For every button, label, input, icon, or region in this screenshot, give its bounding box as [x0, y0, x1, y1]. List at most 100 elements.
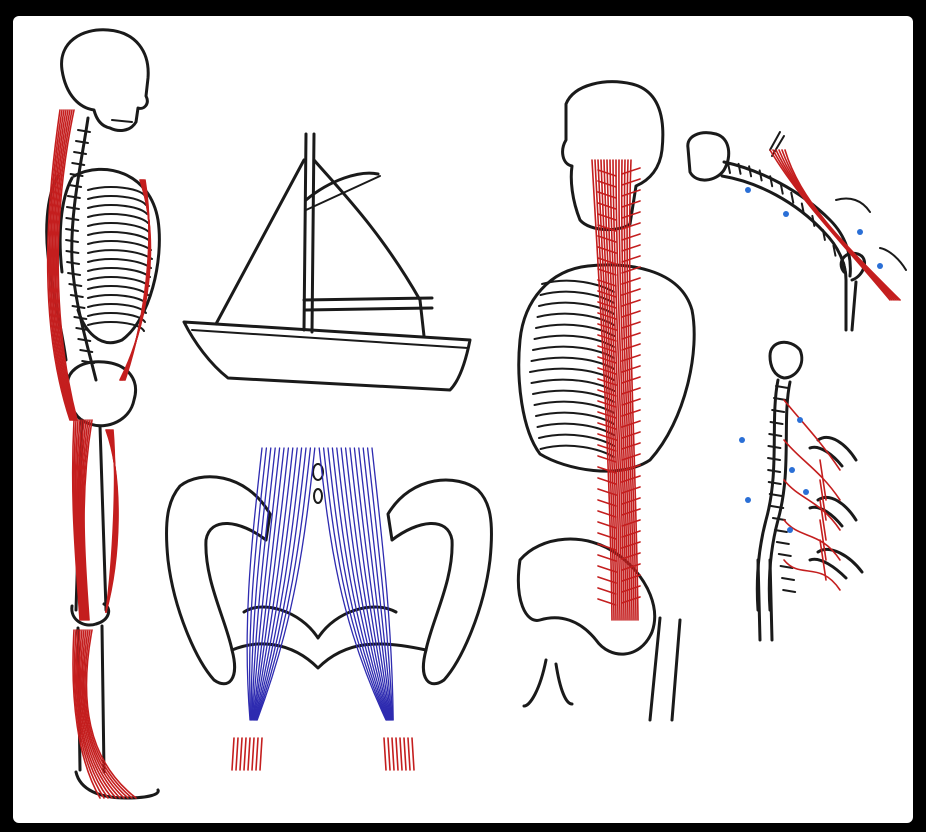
stroke-mark [363, 448, 392, 720]
stroke-mark [820, 520, 826, 560]
stroke-mark [388, 738, 390, 770]
stroke-mark [78, 339, 90, 341]
stroke-mark [256, 738, 258, 770]
stroke-mark [396, 738, 398, 770]
stroke-mark [412, 738, 414, 770]
stroke-mark [760, 170, 762, 180]
stroke-mark [392, 738, 394, 770]
arrow-marker [857, 229, 863, 235]
stroke-mark [244, 738, 246, 770]
arrow-marker [787, 527, 793, 533]
stroke-mark [67, 207, 79, 209]
stroke-mark [782, 578, 794, 580]
stroke-mark [791, 193, 793, 203]
stroke-mark [260, 738, 262, 770]
stroke-mark [777, 542, 789, 544]
stroke-mark [768, 458, 780, 460]
stroke-mark [782, 150, 898, 300]
stroke-mark [88, 304, 146, 313]
stroke-mark [88, 214, 148, 223]
stroke-mark [769, 434, 781, 436]
stroke-mark [622, 388, 640, 394]
stroke-mark [66, 218, 78, 220]
stroke-mark [88, 223, 149, 232]
stroke-mark [67, 262, 79, 264]
stroke-mark [85, 630, 132, 798]
stroke-mark [408, 738, 410, 770]
stroke-mark [88, 286, 148, 295]
skeleton-side-icon [47, 30, 160, 798]
stroke-mark [784, 520, 840, 560]
spine-chain-icon [688, 132, 906, 330]
stroke-mark [76, 141, 88, 143]
back-muscles-icon [518, 82, 694, 720]
stroke-mark [88, 313, 145, 322]
stroke-mark [530, 369, 614, 380]
stroke-mark [66, 251, 78, 253]
stroke-mark [820, 500, 826, 540]
stroke-mark [66, 240, 78, 242]
stroke-mark [532, 380, 615, 391]
arrow-marker [789, 467, 795, 473]
stroke-mark [779, 554, 791, 556]
stroke-mark [68, 196, 80, 198]
arrow-marker [745, 187, 751, 193]
stroke-mark [73, 306, 85, 308]
stroke-mark [812, 216, 814, 226]
stroke-mark [88, 295, 147, 304]
stroke-mark [332, 448, 387, 720]
pelvis-icon [167, 448, 492, 770]
stroke-mark [78, 130, 90, 132]
arrow-marker [783, 211, 789, 217]
stroke-mark [622, 377, 640, 383]
stroke-mark [783, 590, 795, 592]
stroke-mark [72, 163, 84, 165]
stroke-mark [535, 402, 615, 413]
stroke-mark [69, 185, 81, 187]
stroke-mark [252, 738, 254, 770]
stroke-mark [88, 205, 147, 214]
stroke-mark [74, 152, 86, 154]
stroke-mark [66, 229, 78, 231]
stroke-mark [538, 424, 615, 435]
stroke-mark [80, 350, 92, 352]
sailboat-icon [184, 134, 470, 390]
stroke-mark [88, 241, 151, 250]
stroke-mark [400, 738, 402, 770]
arrow-marker [803, 489, 809, 495]
stroke-mark [71, 295, 83, 297]
arrow-marker [877, 263, 883, 269]
stroke-mark [232, 738, 234, 770]
stroke-mark [384, 738, 386, 770]
stroke-mark [240, 738, 242, 770]
stroke-mark [749, 166, 751, 176]
stroke-mark [68, 273, 80, 275]
stroke-mark [769, 482, 781, 484]
spine-chain-icon [739, 342, 862, 640]
stroke-mark [236, 738, 238, 770]
stroke-mark [88, 250, 152, 259]
stroke-mark [404, 738, 406, 770]
stroke-mark [768, 446, 780, 448]
stroke-mark [88, 232, 150, 241]
stroke-mark [771, 422, 783, 424]
stroke-mark [785, 150, 900, 300]
anatomy-illustration [13, 16, 913, 823]
stroke-mark [533, 347, 614, 358]
arrow-marker [745, 497, 751, 503]
stroke-mark [536, 413, 614, 424]
stroke-mark [532, 358, 615, 369]
stroke-mark [784, 400, 840, 470]
stroke-mark [533, 391, 614, 402]
stroke-mark [598, 533, 616, 539]
illustration-canvas [13, 16, 913, 823]
stroke-mark [773, 518, 785, 520]
stroke-mark [88, 277, 149, 286]
stroke-mark [88, 196, 146, 205]
stroke-mark [88, 268, 150, 277]
stroke-mark [88, 187, 145, 196]
arrow-marker [797, 417, 803, 423]
stroke-mark [88, 259, 151, 268]
stroke-mark [768, 470, 780, 472]
